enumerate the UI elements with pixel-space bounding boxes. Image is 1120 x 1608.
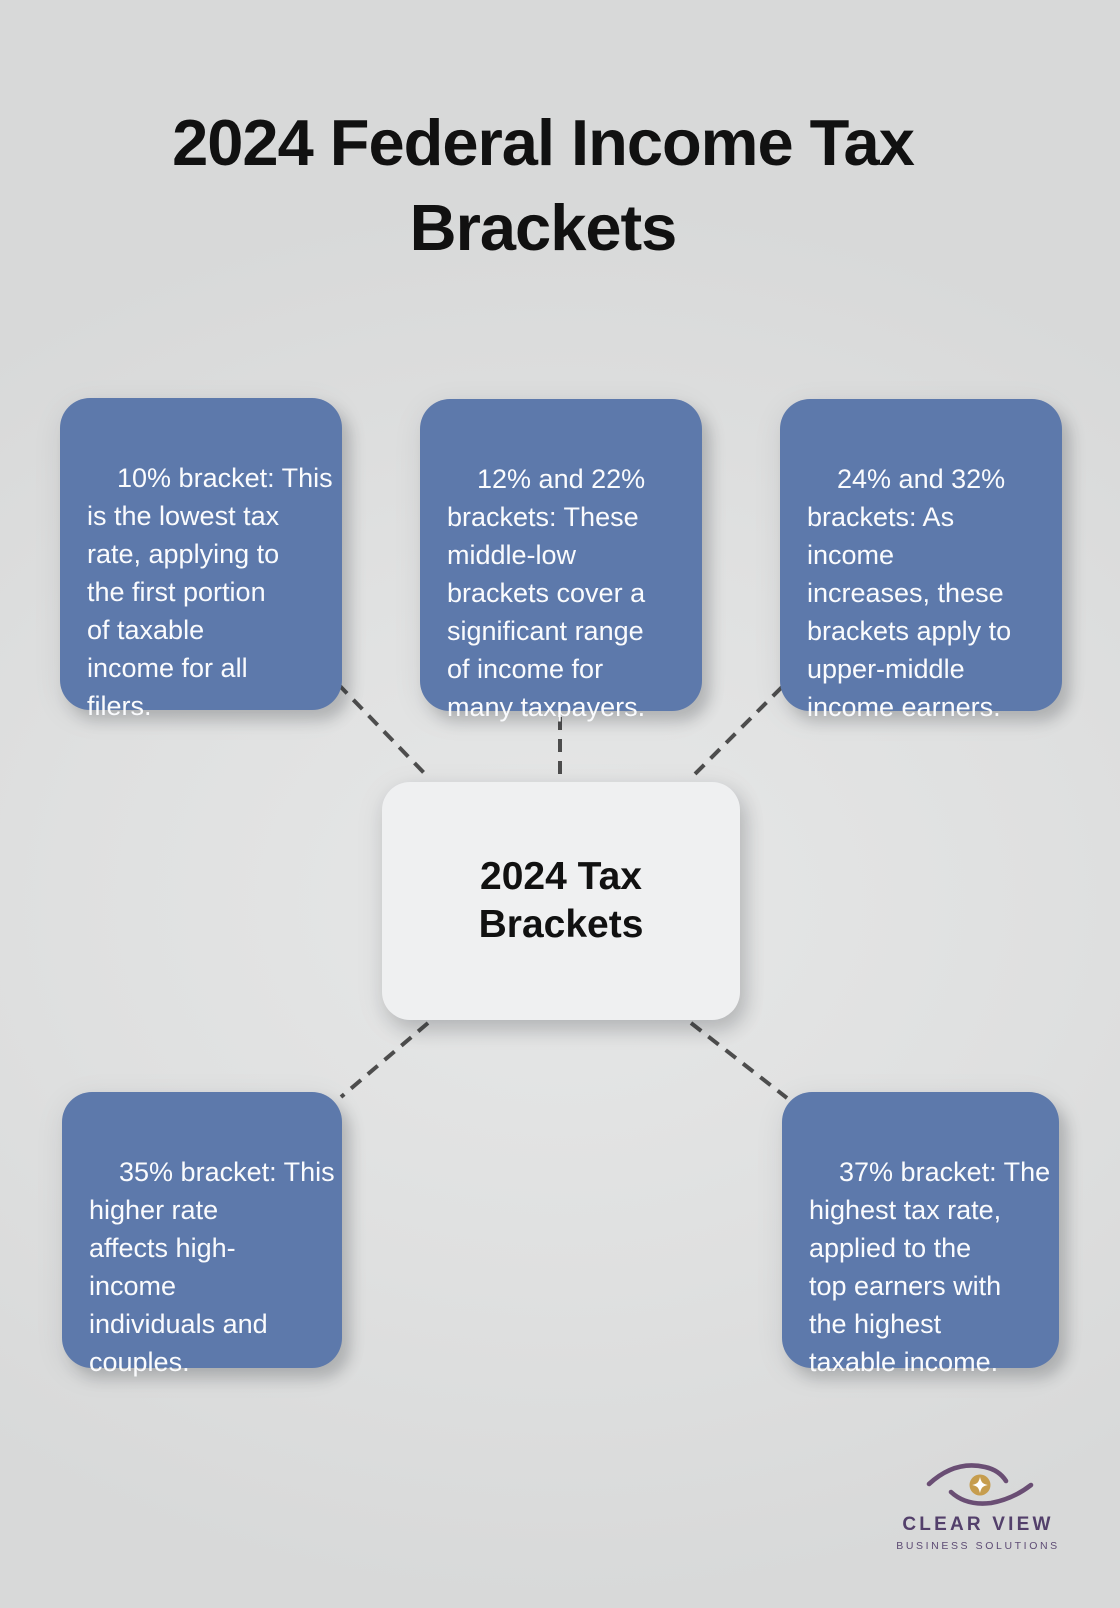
node-text: 10% bracket: This is the lowest tax rate… bbox=[87, 463, 333, 721]
node-bracket-37: 37% bracket: The highest tax rate, appli… bbox=[782, 1092, 1059, 1377]
node-text: 35% bracket: This higher rate affects hi… bbox=[89, 1157, 335, 1377]
node-bracket-24-32: 24% and 32% brackets: As income increase… bbox=[780, 399, 1062, 722]
connector-line bbox=[339, 1021, 430, 1099]
node-bracket-12-22: 12% and 22% brackets: These middle-low b… bbox=[420, 399, 702, 722]
connector-line bbox=[689, 1021, 789, 1100]
node-bracket-10: 10% bracket: This is the lowest tax rate… bbox=[60, 398, 342, 721]
node-text: 12% and 22% brackets: These middle-low b… bbox=[447, 464, 646, 722]
logo-brand-text: CLEAR VIEW bbox=[902, 1514, 1054, 1535]
star-icon bbox=[972, 1477, 988, 1493]
logo-tagline-text: BUSINESS SOLUTIONS bbox=[896, 1540, 1060, 1552]
node-text: 37% bracket: The highest tax rate, appli… bbox=[809, 1157, 1051, 1377]
logo: CLEAR VIEW BUSINESS SOLUTIONS bbox=[893, 1458, 1063, 1552]
node-text: 24% and 32% brackets: As income increase… bbox=[807, 464, 1012, 722]
connector-line bbox=[690, 685, 784, 779]
center-node: 2024 Tax Brackets bbox=[382, 782, 740, 1020]
eye-icon bbox=[926, 1463, 1034, 1506]
connector-line bbox=[336, 682, 430, 779]
node-bracket-35: 35% bracket: This higher rate affects hi… bbox=[62, 1092, 342, 1377]
center-node-label: 2024 Tax Brackets bbox=[478, 855, 644, 946]
page-title: 2024 Federal Income Tax Brackets bbox=[172, 106, 915, 264]
